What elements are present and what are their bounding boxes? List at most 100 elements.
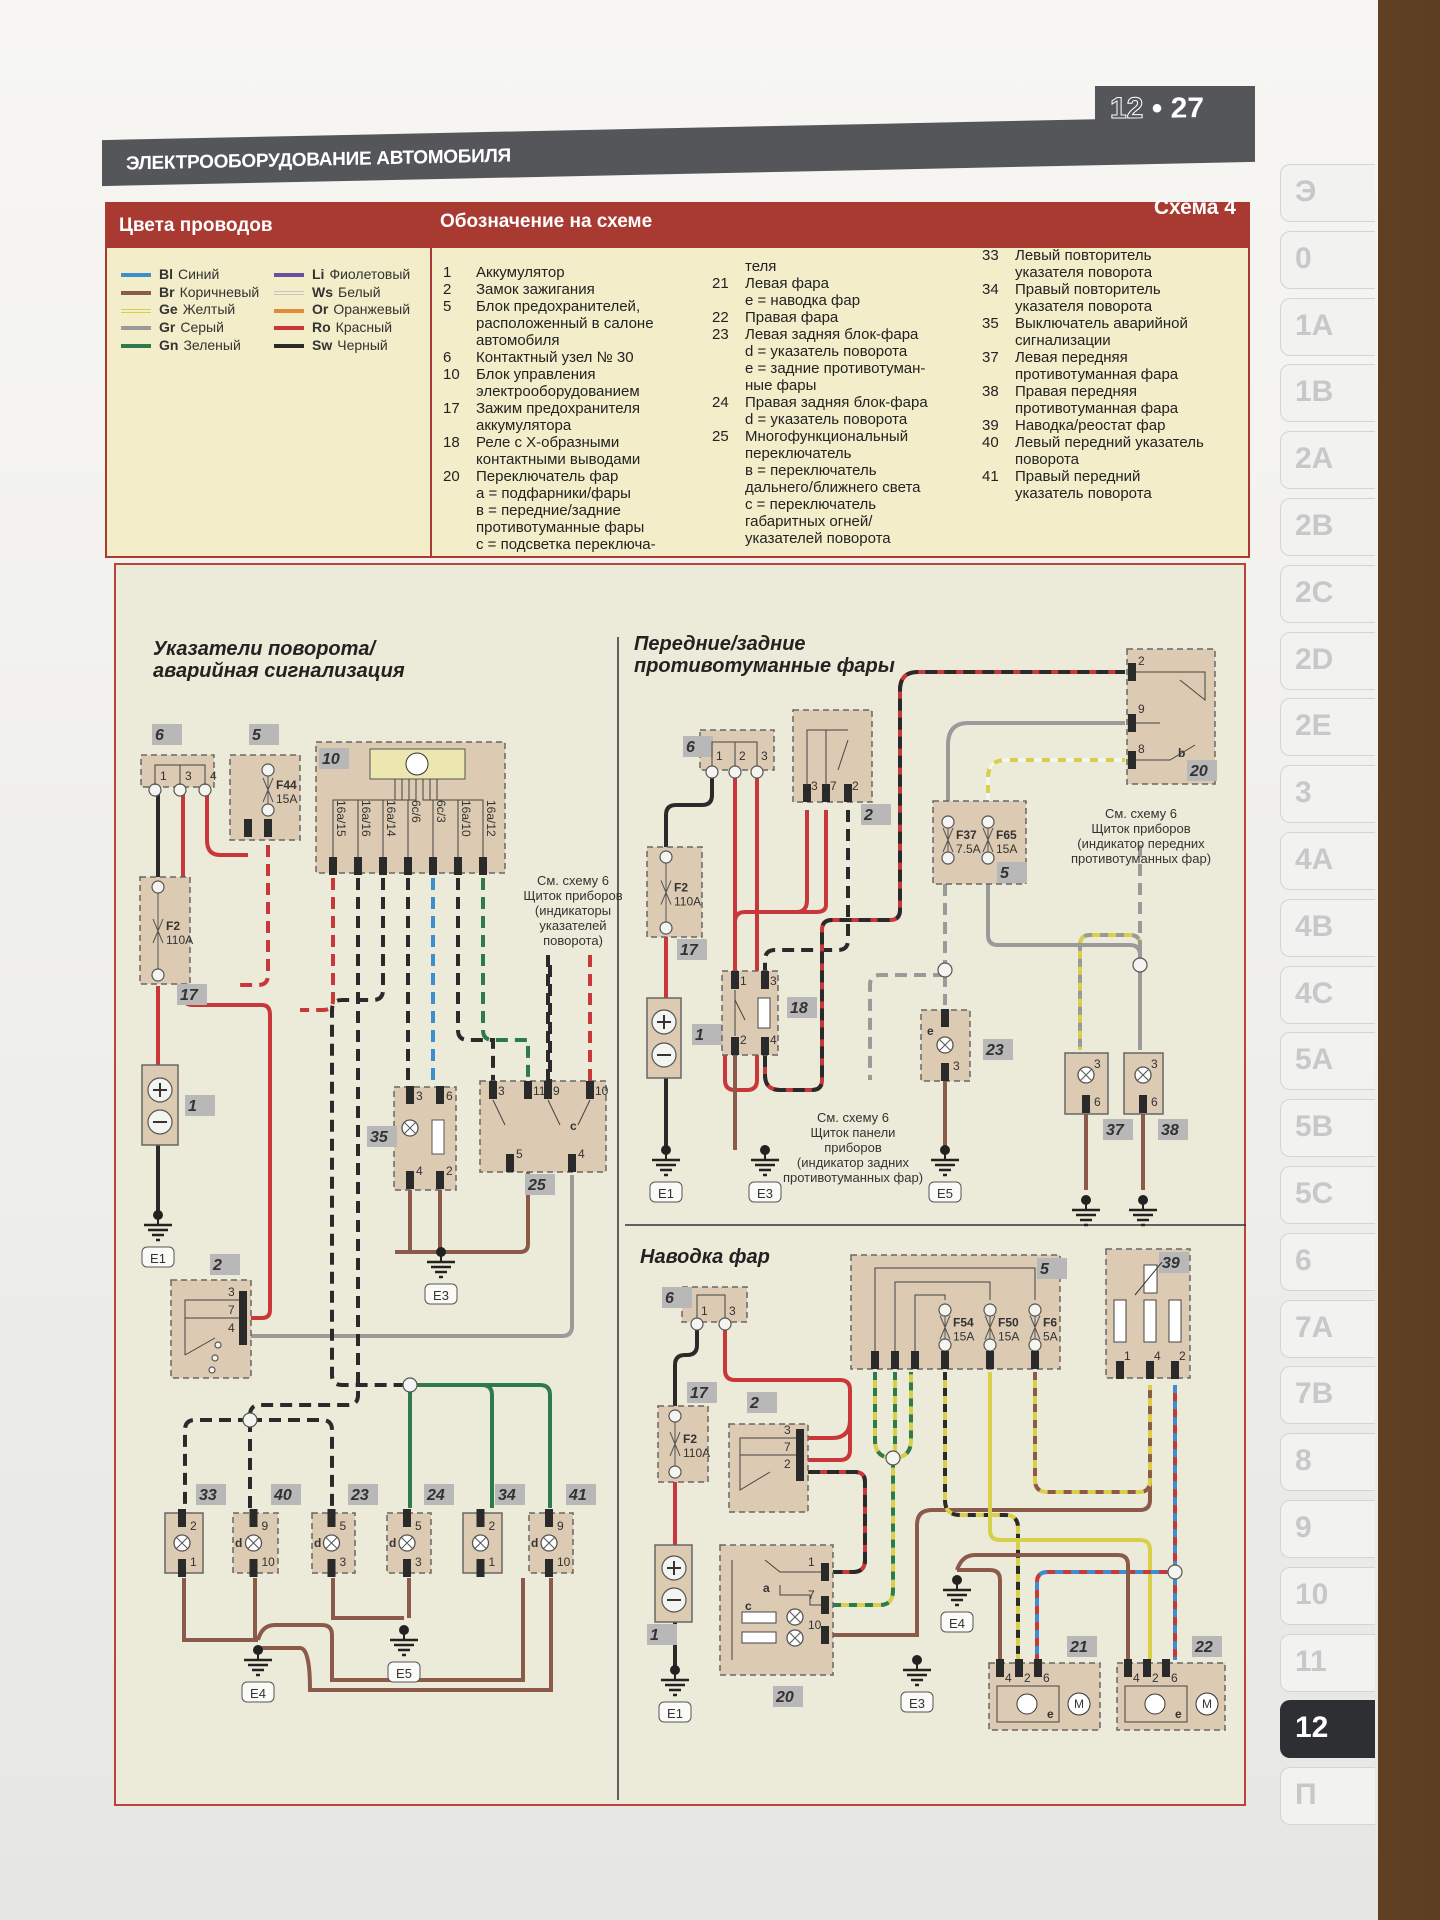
chapter-tab[interactable]: 4A [1280,832,1375,890]
chapter-tab[interactable]: П [1280,1767,1375,1826]
designation-number: 40 [982,434,999,451]
wire-color-swatch [121,326,151,331]
chapter-tab[interactable]: 4B [1280,898,1375,957]
chapter-tab[interactable]: 10 [1280,1566,1375,1625]
scheme-label: Схема 4 [1153,196,1236,219]
wire-color-code: Li [312,266,325,282]
wire-color-swatch [121,308,151,313]
wire-color-code: Ge [159,301,178,318]
designation-number: 17 [443,400,460,417]
chapter-tab[interactable]: 0 [1280,230,1375,289]
designation-number: 37 [982,349,999,366]
wire-color-name: Серый [180,319,224,336]
designation-text: автомобиля [476,332,560,349]
designation-text: Аккумулятор [476,264,565,281]
chapter-tab[interactable]: 6 [1280,1232,1375,1291]
designation-number: 18 [443,434,460,451]
chapter-tab[interactable]: 1A [1280,297,1375,356]
chapter-tab[interactable]: 7A [1280,1299,1375,1358]
designation-number: 35 [982,315,999,332]
designation-text: Левая передняя [1015,349,1128,366]
designation-text: с = подсветка переключа- [476,536,656,553]
designation-number: 39 [982,417,999,434]
designation-text: Реле с Х-образными [476,434,620,451]
designation-number: 38 [982,383,999,400]
wire-color-swatch [274,344,304,349]
chapter-tab[interactable]: 4C [1280,965,1375,1024]
designation-text: противотуманная фара [1015,400,1179,417]
designation-text: Наводка/реостат фар [1015,417,1166,434]
designation-text: Левая фара [745,275,829,292]
chapter-tab[interactable]: 9 [1280,1500,1375,1558]
designations-title: Обозначение на схеме [440,211,653,232]
designation-text: с = переключатель [745,496,877,513]
designation-number: 33 [982,247,999,264]
designation-text: Левая задняя блок-фара [745,326,919,343]
designation-number: 10 [443,366,460,383]
wire-color-swatch [121,273,151,278]
chapter-tab[interactable]: 3 [1280,765,1375,824]
designation-text: Выключатель аварийной [1015,315,1188,332]
chapter-tab[interactable]: 2C [1280,564,1375,623]
designation-text: Зажим предохранителя [476,400,640,417]
chapter-tab[interactable]: 11 [1280,1633,1375,1692]
chapter-tab[interactable]: 1B [1280,364,1375,423]
designation-text: е = наводка фар [745,292,861,309]
designation-text: указателя поворота [1015,298,1153,315]
chapter-tab[interactable]: 2E [1280,698,1375,757]
designation-text: Блок управления [476,366,596,383]
chapter-tab[interactable]: 5B [1280,1099,1375,1158]
chapter-tab[interactable]: 2B [1280,498,1375,556]
designation-number: 34 [982,281,999,298]
designation-text: аккумулятора [476,417,572,434]
designation-text: a = подфарники/фары [476,485,631,502]
designation-text: указателей поворота [745,530,891,547]
designation-item: 39 Наводка/реостат фар [982,417,1204,434]
legend-divider [430,248,432,556]
designation-text: теля [745,258,777,275]
chapter-tab[interactable]: 2D [1280,631,1375,690]
wire-color-code: Ws [312,283,333,300]
designation-number: 21 [712,275,729,292]
chapter-tab[interactable]: 5C [1280,1166,1375,1224]
chapter-tab[interactable]: 7B [1280,1366,1375,1425]
chapter-tab[interactable]: 5A [1280,1032,1375,1091]
chapter-tab[interactable]: 2A [1280,431,1375,490]
designation-text: расположенный в салоне [476,315,654,332]
wire-color-code: Gr [159,319,176,336]
designation-text: Левый повторитель [1015,247,1152,264]
chapter-tab[interactable]: 8 [1280,1433,1375,1492]
chapter-tab[interactable]: Э [1280,164,1375,222]
wire-color-code: Br [159,283,175,300]
designation-text: Правая фара [745,309,839,326]
wire-colors-title: Цвета проводов [119,215,273,236]
designation-text: Левый передний указатель [1015,434,1204,451]
designation-text: Правая задняя блок-фара [745,394,928,411]
chapter-tab[interactable]: 12 [1280,1700,1375,1759]
wire-color-swatch [274,326,304,331]
designation-text: сигнализации [1015,332,1111,349]
designation-text: указателя поворота [1015,264,1153,281]
designation-number: 6 [443,349,452,366]
legend-header-band: Цвета проводов Обозначение на схеме Схем… [105,196,1250,246]
wire-color-name: Синий [178,266,220,282]
diagram-frame [114,563,1246,1806]
wire-color-name: Черный [337,336,388,353]
